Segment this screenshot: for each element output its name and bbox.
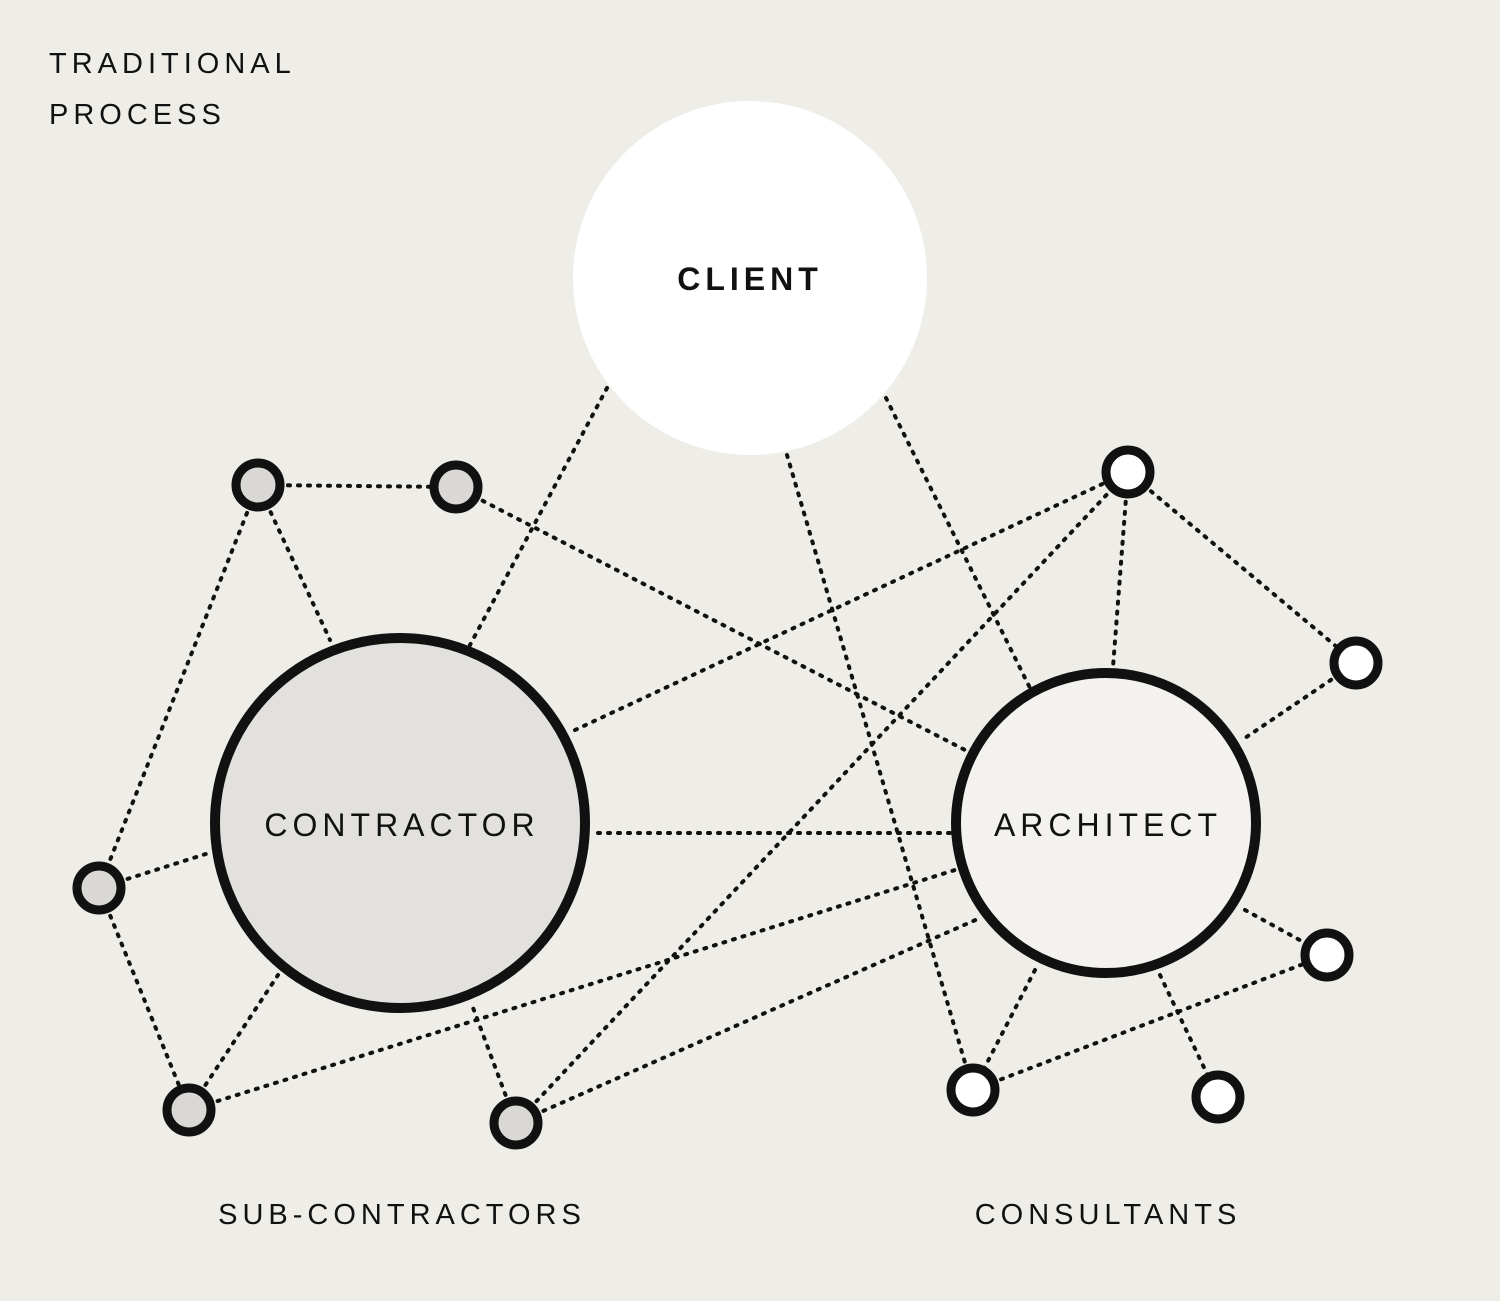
consultant-node — [946, 1063, 1000, 1117]
contractor-node: CONTRACTOR — [210, 633, 590, 1013]
consultant-node — [1300, 928, 1354, 982]
client-node: CLIENT — [573, 101, 927, 455]
link-client-consultant-3 — [785, 453, 975, 1092]
architect-label: ARCHITECT — [994, 807, 1222, 843]
link-consultant-1-architect — [1111, 470, 1130, 669]
subcontractor-node — [162, 1083, 216, 1137]
consultant-node — [1101, 445, 1155, 499]
link-sub-4-contractor — [187, 973, 280, 1112]
link-sub-1-contractor — [256, 483, 332, 642]
link-contractor-consultant-1 — [573, 470, 1130, 732]
consultant-node — [1191, 1070, 1245, 1124]
consultants-label: CONSULTANTS — [975, 1199, 1242, 1231]
subcontractor-node — [231, 458, 285, 512]
link-client-contractor — [468, 386, 609, 647]
subcontractor-nodes — [72, 458, 543, 1150]
architect-node: ARCHITECT — [951, 668, 1261, 978]
link-client-architect — [884, 396, 1032, 690]
link-consultant-3-consultant-5 — [971, 953, 1329, 1092]
link-sub-5-architect — [514, 916, 982, 1125]
consultant-node — [1329, 636, 1383, 690]
consultant-nodes — [946, 445, 1383, 1124]
architect-circle — [951, 668, 1261, 978]
subcontractor-node — [429, 460, 483, 514]
contractor-label: CONTRACTOR — [264, 807, 539, 843]
subcontractor-node — [72, 861, 126, 915]
client-circle — [573, 101, 927, 455]
subcontractor-node — [489, 1096, 543, 1150]
link-sub-5-consultant-1 — [514, 470, 1130, 1125]
client-label: CLIENT — [677, 261, 823, 297]
subcontractors-label: SUB-CONTRACTORS — [218, 1199, 586, 1231]
link-sub-4-architect — [187, 868, 957, 1112]
link-sub-1-sub-3 — [97, 483, 260, 890]
contractor-circle — [210, 633, 590, 1013]
diagram-title-line2: PROCESS — [49, 99, 226, 131]
link-sub-3-sub-4 — [97, 886, 191, 1112]
diagram-title-line1: TRADITIONAL — [49, 48, 296, 80]
link-consultant-1-consultant-2 — [1126, 470, 1358, 665]
link-sub-1-sub-2 — [256, 483, 458, 489]
